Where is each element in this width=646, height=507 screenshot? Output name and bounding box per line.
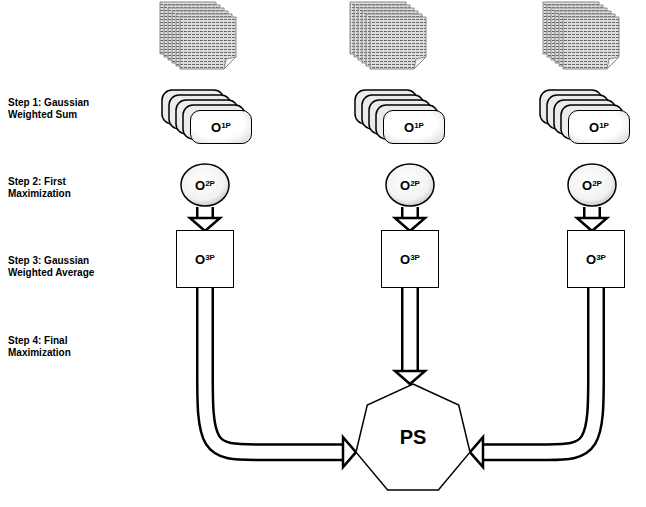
node-label: O3P — [400, 253, 420, 266]
arrow-shaft-fill — [404, 207, 417, 218]
block-arrow — [395, 288, 425, 384]
document-stack — [350, 2, 426, 69]
arrow-shaft — [401, 288, 419, 371]
document-page — [370, 17, 426, 69]
step-label: Step 3: Gaussian Weighted Average — [8, 255, 108, 278]
page-curl — [607, 57, 619, 69]
max-circle: O2P — [567, 163, 617, 207]
arrow-shaft — [401, 207, 419, 218]
arrow-shaft-fill — [404, 288, 417, 371]
arrow-shaft-fill — [586, 207, 599, 218]
node-label: O2P — [195, 179, 215, 192]
node-label: PS — [400, 427, 427, 447]
sum-box: O1P — [568, 110, 630, 144]
document-stack — [160, 2, 236, 69]
max-circle: O2P — [385, 163, 435, 207]
node-label: O1P — [589, 121, 609, 134]
arrow-shaft — [483, 288, 596, 452]
step-label: Step 1: Gaussian Weighted Sum — [8, 97, 108, 120]
average-box: O3P — [567, 230, 625, 288]
average-box: O3P — [381, 230, 439, 288]
block-arrow — [395, 207, 425, 231]
document-page — [563, 17, 619, 69]
arrow-head — [395, 371, 425, 384]
step-label: Step 4: Final Maximization — [8, 335, 108, 358]
arrow-shaft-fill — [483, 288, 596, 452]
max-circle: O2P — [180, 163, 230, 207]
node-label: O2P — [400, 179, 420, 192]
arrow-head — [470, 437, 483, 467]
final-heptagon: PS — [355, 383, 471, 491]
node-label: O3P — [195, 253, 215, 266]
step-label: Step 2: First Maximization — [8, 176, 108, 199]
average-box: O3P — [176, 230, 234, 288]
arrow-head — [343, 437, 356, 467]
arrow-shaft — [196, 207, 214, 218]
node-label: O2P — [582, 179, 602, 192]
block-arrow — [577, 207, 607, 231]
block-arrow — [470, 288, 596, 467]
page-curl — [414, 57, 426, 69]
document-page — [180, 17, 236, 69]
block-arrow — [205, 288, 356, 467]
sum-box: O1P — [383, 110, 445, 144]
arrow-shaft — [583, 207, 601, 218]
arrow-shaft-fill — [205, 288, 343, 452]
node-label: O1P — [404, 121, 424, 134]
document-stack — [543, 2, 619, 69]
node-label: O3P — [586, 253, 606, 266]
arrow-shaft — [205, 288, 343, 452]
block-arrow — [190, 207, 220, 231]
arrow-shaft-fill — [199, 207, 212, 218]
node-label: O1P — [211, 121, 231, 134]
page-curl — [224, 57, 236, 69]
sum-box: O1P — [190, 110, 252, 144]
